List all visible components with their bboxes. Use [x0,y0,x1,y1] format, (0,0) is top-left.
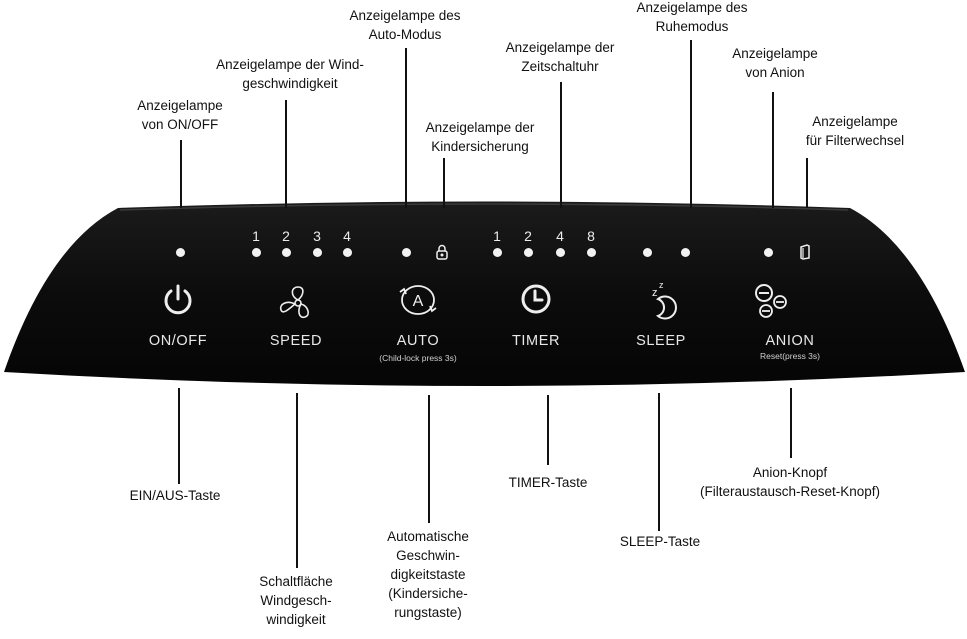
leader-timer-lamp [560,82,562,208]
leader-auto-lamp [405,48,407,208]
leader-sleep-button [658,393,660,531]
label-filter-lamp: Anzeigelampe für Filterwechsel [805,114,905,148]
svg-text:A: A [413,293,424,310]
speed-indicator-dot [252,248,261,257]
speed-indicator-dot [313,248,322,257]
timer-hour-label: 2 [524,228,532,244]
leader-childlock-lamp [443,158,445,208]
speed-button[interactable]: SPEED [269,333,323,349]
filter-icon [800,244,810,260]
anion-indicator-dot [764,248,773,257]
label-sleep-button: SLEEP-Taste [619,534,701,549]
moon-zz-icon[interactable]: z z [644,278,678,320]
sleep-button[interactable]: SLEEP [636,333,686,349]
label-timer-lamp: Anzeigelampe der Zeitschaltuhr [505,40,615,74]
label-anion-button: Anion-Knopf (Filteraustausch-Reset-Knopf… [699,465,881,499]
label-speed-button: Schaltfläche Windgesch- windigkeit [259,574,333,627]
auto-button[interactable]: AUTO [396,333,440,349]
label-auto-button: Automatische Geschwin- digkeitstaste (Ki… [387,529,469,620]
power-icon[interactable] [160,282,196,318]
speed-level-label: 2 [282,228,290,244]
label-childlock-lamp: Anzeigelampe der Kindersicherung [425,120,535,154]
lock-icon [436,244,448,260]
leader-anion-button [790,388,792,458]
auto-a-icon[interactable]: A [396,280,440,320]
timer-indicator-dot [493,248,502,257]
onoff-indicator-dot [176,248,185,257]
svg-text:z: z [652,287,658,299]
timer-hour-label: 4 [556,228,564,244]
speed-level-label: 4 [343,228,351,244]
leader-speed-lamp [285,100,287,208]
onoff-button[interactable]: ON/OFF [148,333,208,349]
fan-icon[interactable] [278,282,318,322]
leader-onoff-lamp [180,140,182,208]
clock-icon[interactable] [518,281,554,317]
label-auto-lamp: Anzeigelampe des Auto-Modus [349,8,461,42]
label-anion-lamp: Anzeigelampe von Anion [732,46,818,80]
timer-indicator-dot [524,248,533,257]
leader-sleep-lamp [690,40,692,208]
leader-filter-lamp [806,158,808,208]
leader-timer-button [547,395,549,465]
timer-button[interactable]: TIMER [511,333,561,349]
anion-button-hint: Reset(press 3s) [760,351,820,361]
auto-indicator-dot [402,248,411,257]
anion-button[interactable]: ANION [765,333,815,349]
speed-indicator-dot [282,248,291,257]
label-onoff-lamp: Anzeigelampe von ON/OFF [137,98,223,132]
leader-speed-button [296,393,298,568]
sleep-indicator-dot [681,248,690,257]
svg-text:z: z [659,280,664,290]
leader-auto-button [428,395,430,523]
speed-level-label: 3 [313,228,321,244]
label-sleep-lamp: Anzeigelampe des Ruhemodus [636,0,748,34]
ion-icon[interactable] [750,281,794,321]
timer-hour-label: 1 [493,228,501,244]
label-timer-button: TIMER-Taste [508,475,588,490]
auto-button-hint: (Child-lock press 3s) [379,353,457,363]
timer-indicator-dot [556,248,565,257]
sleep-indicator-dot [643,248,652,257]
leader-anion-lamp [772,92,774,208]
leader-onoff-button [178,388,180,484]
timer-hour-label: 8 [587,228,595,244]
speed-level-label: 1 [252,228,260,244]
timer-indicator-dot [587,248,596,257]
speed-indicator-dot [343,248,352,257]
label-speed-lamp: Anzeigelampe der Wind- geschwindigkeit [216,57,364,91]
label-onoff-button: EIN/AUS-Taste [129,488,221,503]
